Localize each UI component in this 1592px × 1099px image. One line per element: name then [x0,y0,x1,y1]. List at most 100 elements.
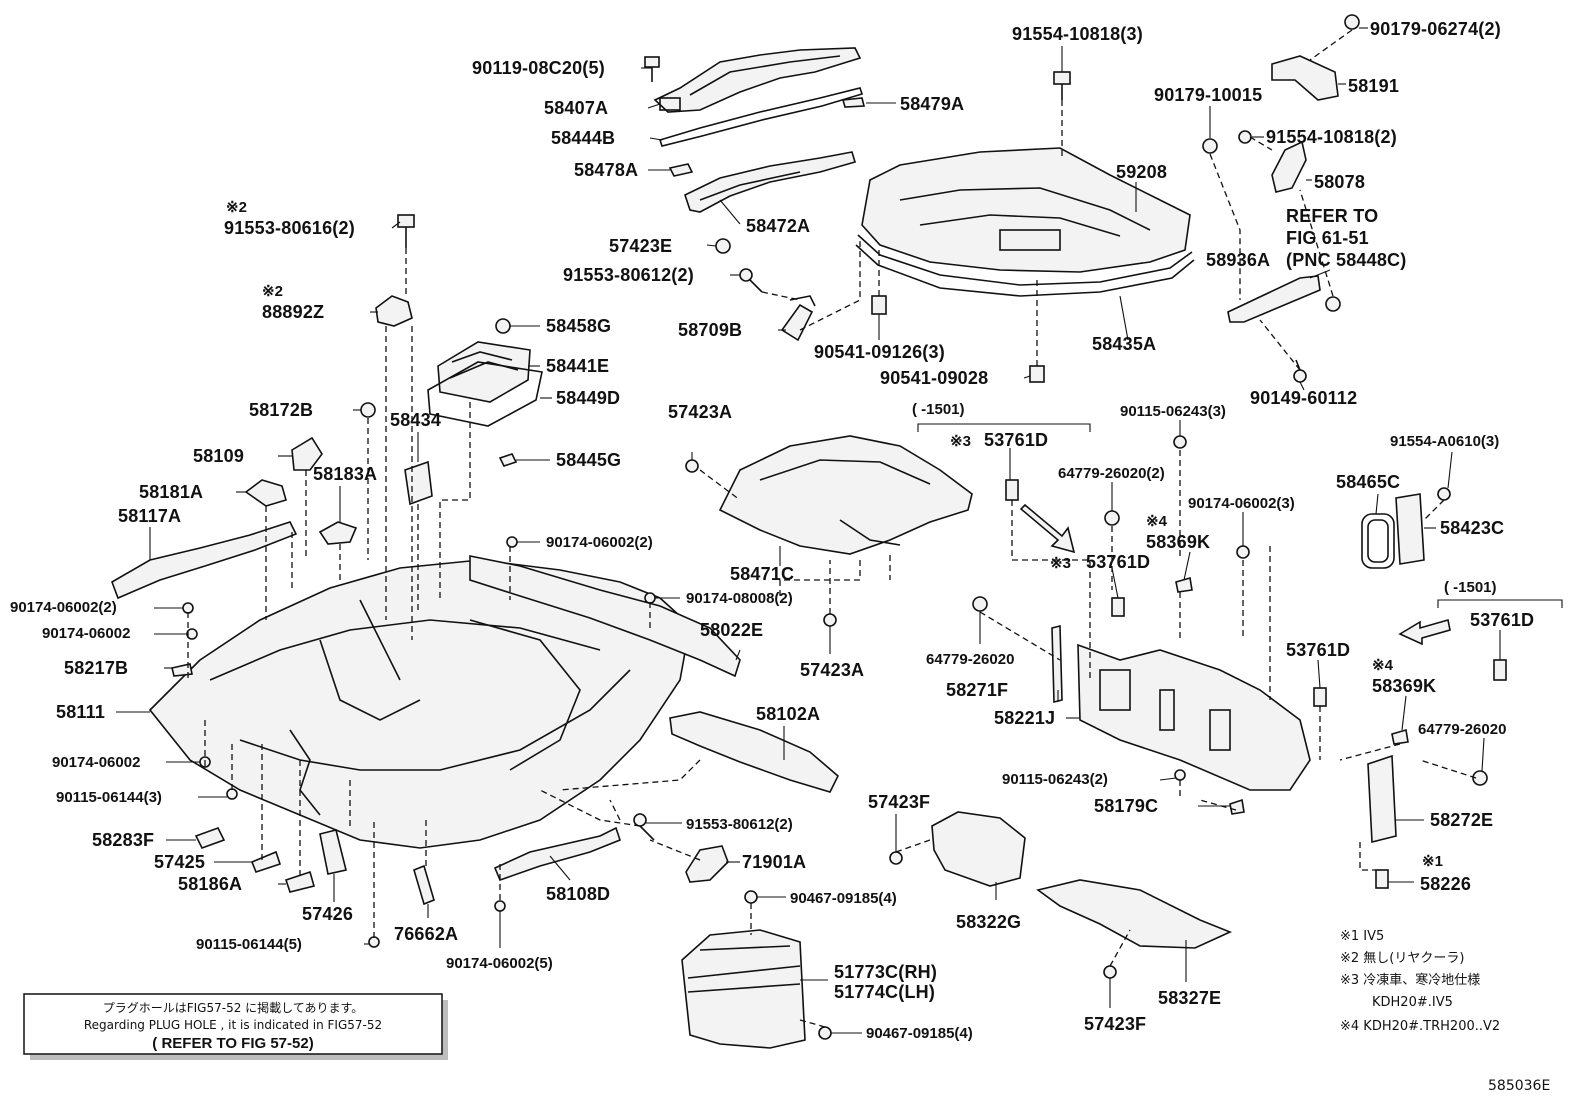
nut-90179-06274 [1344,14,1360,30]
label-90541-09028: 90541-09028 [880,368,988,388]
label-58936A: 58936A [1206,250,1270,270]
label-58709B: 58709B [678,320,742,340]
mark-1: ※1 [1422,853,1443,870]
bolt-90149 [1293,359,1307,383]
label-58108D: 58108D [546,884,610,904]
crossmember-58407A [653,47,862,113]
mark-4-b: ※4 [1372,657,1394,674]
leader-lines [116,27,1501,1034]
clip-58445G [498,453,518,467]
label-58441E: 58441E [546,356,609,376]
label-90174-06002-left: 90174-06002 [42,625,130,642]
rail-58102A [669,711,839,793]
legend-2: ※2 無し(リヤクーラ) [1340,951,1464,966]
label-58434: 58434 [390,410,441,430]
label-90174-06002-2-mid: 90174-06002(2) [546,534,653,551]
bracket-58191 [1271,55,1339,101]
label-59208: 59208 [1116,162,1167,182]
pad-58478A [668,163,694,177]
bar-58444B [658,87,864,147]
bolt-91554-2 [1238,130,1252,144]
bolt-91553-80616 [397,214,415,248]
label-53761D-d: 53761D [1470,610,1534,630]
arrow-left-icon [1398,618,1451,646]
label-51774C: 51774C(LH) [834,982,935,1002]
label-90179-10015: 90179-10015 [1154,85,1262,105]
label-58272E: 58272E [1430,810,1493,830]
label-90119: 90119-08C20(5) [472,58,605,78]
bolt-90115-06243-3 [1173,435,1187,449]
label-90467-top: 90467-09185(4) [790,890,897,907]
range-bracket-upper [917,423,1091,432]
bracket-76662A [413,864,435,906]
part-labels: 90119-08C20(5) 58407A 58479A 58444B 5847… [10,19,1534,1042]
seal-58465C [1361,513,1395,569]
label-91554-10818-3: 91554-10818(3) [1012,24,1143,44]
clip-64779-b [1472,770,1488,786]
seal-58465C-inner [1367,519,1389,563]
label-58445G: 58445G [556,450,621,470]
bolt-91554-A0610 [1437,487,1451,501]
nut-90174-mid [506,536,518,548]
label-90115-06144-5: 90115-06144(5) [196,936,302,953]
label-58022E: 58022E [700,620,763,640]
label-58271F: 58271F [946,680,1008,700]
mudguard-51773C [681,929,806,1049]
legend-4: ※4 KDH20#.TRH200..V2 [1340,1019,1500,1034]
plug-note-en: Regarding PLUG HOLE , it is indicated in… [84,1018,382,1032]
clip-58179C [1229,798,1245,815]
bracket-57425 [250,850,282,873]
bracket-71901A [685,845,729,883]
label-58172B: 58172B [249,400,313,420]
label-57426: 57426 [302,904,353,924]
legend: ※1 IV5 ※2 無し(リヤクーラ) ※3 冷凍車、寒冷地仕様 KDH20#.… [1340,929,1500,1034]
label-58102A: 58102A [756,704,820,724]
label-58111: 58111 [56,702,105,722]
bracket-57426 [319,829,347,875]
plug-hole-note: プラグホールはFIG57-52 に掲載してあります。 Regarding PLU… [23,993,448,1060]
bolt-90115-06144-3 [226,788,238,800]
figure-id: 585036E [1488,1078,1550,1094]
label-58471C: 58471C [730,564,794,584]
bracket-58217B [171,663,193,677]
label-58322G: 58322G [956,912,1021,932]
label-range-right: ( -1501) [1444,579,1497,596]
bracket-88892Z [375,295,413,327]
label-91554-10818-2: 91554-10818(2) [1266,127,1397,147]
label-refer-line3: (PNC 58448C) [1286,250,1406,270]
dashed-guides [187,29,1477,1028]
clip-58226 [1375,869,1389,889]
bracket-58272E [1367,754,1397,844]
bolt-91554-3 [1053,71,1071,100]
mark-4-a: ※4 [1146,513,1168,530]
label-58283F: 58283F [92,830,154,850]
label-90541-09126: 90541-09126(3) [814,342,945,362]
arrow-upper-icon [1019,503,1076,554]
label-58472A: 58472A [746,216,810,236]
grommet-57423A-mid [823,613,837,627]
plug-note-ref: ( REFER TO FIG 57-52) [152,1035,313,1052]
label-58109: 58109 [193,446,244,466]
clip-64779-2 [1104,510,1120,526]
label-90115-06243-3: 90115-06243(3) [1120,403,1226,420]
label-58465C: 58465C [1336,472,1400,492]
pan-59208 [855,147,1195,297]
rail-58117A [111,521,298,600]
grommet-57423A-top [685,459,699,473]
label-51773C: 51773C(RH) [834,962,937,982]
label-90174-06002-3: 90174-06002(3) [1188,495,1295,512]
label-90467-low: 90467-09185(4) [866,1025,973,1042]
label-58181A: 58181A [139,482,203,502]
label-90179-06274: 90179-06274(2) [1370,19,1501,39]
bracket-58283F [194,827,226,849]
label-88892Z: 88892Z [262,302,324,322]
clip-58369K-b [1391,728,1409,745]
bracket-58109 [291,436,323,471]
label-91553-80616: 91553-80616(2) [224,218,355,238]
cover-58471C [718,435,973,555]
label-58478A: 58478A [574,160,638,180]
label-90149: 90149-60112 [1250,388,1357,408]
label-57425: 57425 [154,852,205,872]
rail-58022E [469,555,741,678]
